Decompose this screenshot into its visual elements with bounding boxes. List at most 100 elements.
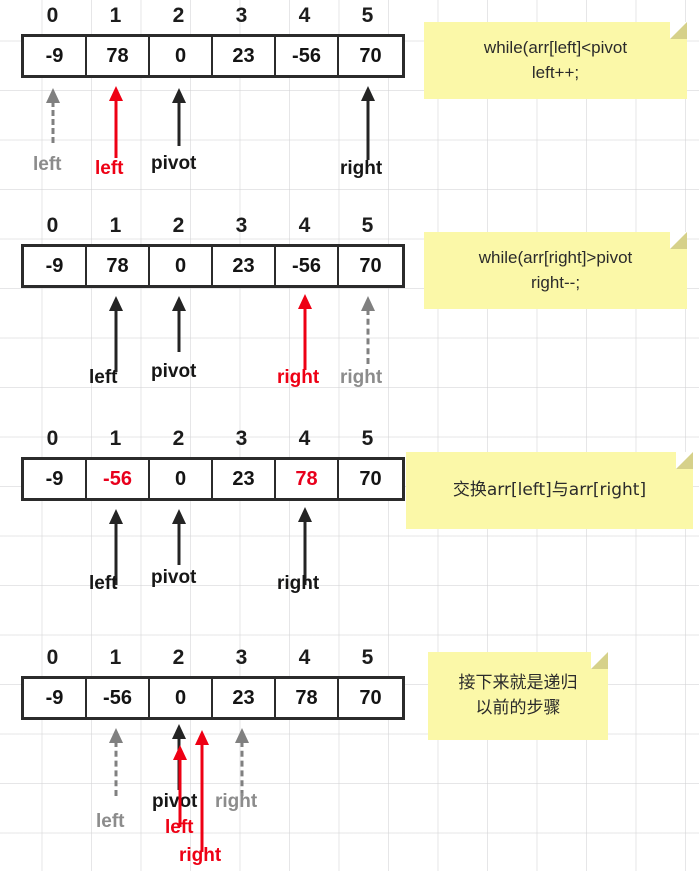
pointer-label-right: right xyxy=(340,367,383,388)
arrowhead-icon xyxy=(298,294,312,309)
note-text: 接下来就是递归 以前的步骤 xyxy=(459,671,578,720)
arrowhead-icon xyxy=(361,296,375,311)
arrowhead-icon xyxy=(109,728,123,743)
index-label: 4 xyxy=(298,214,311,237)
note-fold-corner xyxy=(676,452,693,469)
array-cell: 70 xyxy=(339,679,402,717)
array-cell: -56 xyxy=(276,247,339,285)
callout-note-step-2: while(arr[right]>pivot right--; xyxy=(424,232,687,309)
array-cell: -56 xyxy=(87,679,150,717)
callout-note-step-1: while(arr[left]<pivot left++; xyxy=(424,22,687,99)
pointer-arrow-left-red xyxy=(106,86,126,158)
note-line: right--; xyxy=(530,272,581,292)
array-cell: 0 xyxy=(150,247,213,285)
pointer-label-right: right xyxy=(179,845,222,866)
arrow-shaft xyxy=(366,99,370,160)
pointer-arrow-right xyxy=(295,507,315,585)
index-label: 0 xyxy=(46,214,59,237)
index-label: 4 xyxy=(298,4,311,27)
arrow-shaft xyxy=(303,307,307,370)
index-label: 3 xyxy=(235,427,248,450)
array-cell: 70 xyxy=(339,247,402,285)
note-text: while(arr[right]>pivot right--; xyxy=(479,246,633,295)
arrow-shaft xyxy=(114,309,118,372)
index-label: 2 xyxy=(172,214,185,237)
pointer-label-left: left xyxy=(33,154,62,175)
arrowhead-icon xyxy=(172,724,186,739)
index-row-step-2: 0 1 2 3 4 5 xyxy=(21,213,399,239)
array-step-3: -9 -56 0 23 78 70 xyxy=(21,457,405,501)
arrowhead-icon xyxy=(235,728,249,743)
callout-note-step-3: 交换arr[left]与arr[right] xyxy=(406,452,693,529)
note-line: while(arr[left]<pivot xyxy=(483,37,628,57)
pointer-label-right: right xyxy=(277,573,320,594)
arrowhead-icon xyxy=(173,745,187,760)
arrow-shaft xyxy=(114,522,118,585)
array-cell: -9 xyxy=(24,37,87,75)
index-label: 0 xyxy=(46,646,59,669)
index-label: 5 xyxy=(361,646,374,669)
callout-note-step-4: 接下来就是递归 以前的步骤 xyxy=(428,652,608,740)
pointer-label-pivot: pivot xyxy=(151,153,197,174)
note-line: 接下来就是递归 xyxy=(458,673,578,694)
index-row-step-4: 0 1 2 3 4 5 xyxy=(21,645,399,671)
arrowhead-icon xyxy=(298,507,312,522)
arrow-shaft xyxy=(366,309,370,364)
array-step-1: -9 78 0 23 -56 70 xyxy=(21,34,405,78)
arrowhead-icon xyxy=(109,86,123,101)
array-cell: 0 xyxy=(150,679,213,717)
pointer-label-left: left xyxy=(89,367,118,388)
pointer-arrow-pivot xyxy=(169,296,189,352)
index-label: 4 xyxy=(298,427,311,450)
array-cell: 70 xyxy=(339,37,402,75)
index-label: 1 xyxy=(109,214,122,237)
array-step-4: -9 -56 0 23 78 70 xyxy=(21,676,405,720)
array-cell: 23 xyxy=(213,37,276,75)
array-cell: 23 xyxy=(213,247,276,285)
pointer-arrow-left-red xyxy=(170,745,190,827)
array-cell-swapped: 78 xyxy=(276,460,339,498)
pointer-arrow-pivot xyxy=(169,509,189,565)
pointer-label-pivot: pivot xyxy=(151,361,197,382)
array-cell: 78 xyxy=(87,37,150,75)
array-step-2: -9 78 0 23 -56 70 xyxy=(21,244,405,288)
note-fold-corner xyxy=(591,652,608,669)
index-label: 3 xyxy=(235,214,248,237)
arrow-shaft xyxy=(240,741,244,796)
arrowhead-icon xyxy=(361,86,375,101)
array-cell: 70 xyxy=(339,460,402,498)
array-cell: 23 xyxy=(213,679,276,717)
pointer-arrow-right-gray xyxy=(232,728,252,796)
arrow-shaft xyxy=(200,743,204,852)
arrow-shaft xyxy=(114,99,118,158)
array-cell: -9 xyxy=(24,679,87,717)
index-label: 5 xyxy=(361,4,374,27)
index-label: 0 xyxy=(46,4,59,27)
arrow-shaft xyxy=(177,101,181,146)
index-label: 4 xyxy=(298,646,311,669)
index-label: 1 xyxy=(109,4,122,27)
pointer-arrow-right-gray xyxy=(358,296,378,364)
note-fold-corner xyxy=(670,232,687,249)
array-cell: 0 xyxy=(150,460,213,498)
array-cell: -56 xyxy=(276,37,339,75)
array-cell: -9 xyxy=(24,247,87,285)
index-label: 1 xyxy=(109,646,122,669)
index-label: 2 xyxy=(172,4,185,27)
arrowhead-icon xyxy=(46,88,60,103)
arrowhead-icon xyxy=(109,296,123,311)
pointer-label-left: left xyxy=(95,158,124,179)
pointer-label-left: left xyxy=(96,811,125,832)
arrowhead-icon xyxy=(172,88,186,103)
pointer-label-right: right xyxy=(340,158,383,179)
array-cell: 0 xyxy=(150,37,213,75)
pointer-arrow-right-red xyxy=(295,294,315,370)
index-label: 5 xyxy=(361,214,374,237)
pointer-arrow-right-red xyxy=(192,730,212,852)
array-cell: 78 xyxy=(276,679,339,717)
note-text: while(arr[left]<pivot left++; xyxy=(484,36,627,85)
arrow-shaft xyxy=(177,309,181,352)
index-label: 1 xyxy=(109,427,122,450)
pointer-arrow-pivot xyxy=(169,88,189,146)
